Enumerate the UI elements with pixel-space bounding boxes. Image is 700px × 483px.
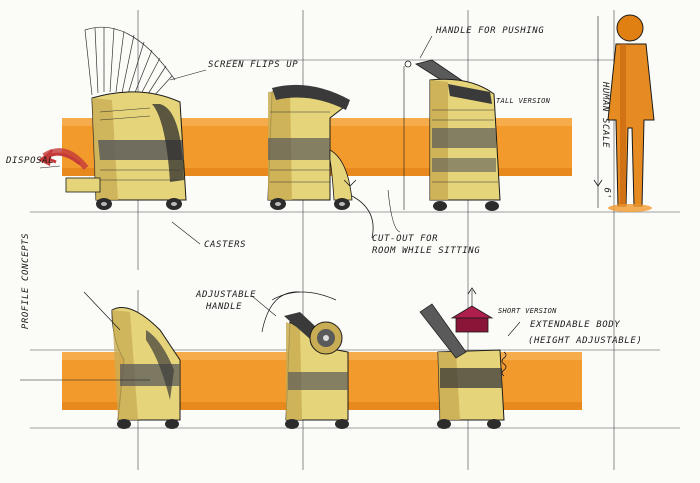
label-cut-out-2: ROOM WHILE SITTING	[372, 246, 481, 256]
cart-profile-b	[284, 312, 349, 429]
label-disposal: DISPOSAL	[6, 156, 55, 166]
label-human-scale: HUMAN SCALE	[600, 81, 611, 149]
label-extendable-body: EXTENDABLE BODY	[530, 320, 621, 330]
label-scale-size: 6'	[601, 187, 612, 200]
cart-flip-screen	[65, 26, 187, 210]
label-screen-flips-up: SCREEN FLIPS UP	[208, 60, 299, 70]
cart-profile-c	[419, 303, 507, 429]
leader-lines	[39, 35, 521, 337]
cart-profile-a	[111, 307, 181, 429]
label-handle: HANDLE	[206, 302, 243, 312]
cart-tall	[414, 59, 501, 211]
label-cut-out: CUT-OUT FOR	[372, 234, 439, 244]
label-profile-concepts: PROFILE CONCEPTS	[21, 232, 32, 330]
label-casters: CASTERS	[204, 240, 247, 250]
label-short-version: SHORT VERSION	[498, 307, 557, 315]
cart-cutout	[267, 84, 353, 210]
label-handle-for-pushing: HANDLE FOR PUSHING	[436, 26, 545, 36]
label-height-adjustable: (HEIGHT ADJUSTABLE)	[528, 336, 643, 346]
label-adjustable: ADJUSTABLE	[196, 290, 257, 300]
human-figure	[607, 14, 655, 212]
short-version-top	[450, 305, 494, 333]
label-tall-version: TALL VERSION	[496, 97, 551, 105]
